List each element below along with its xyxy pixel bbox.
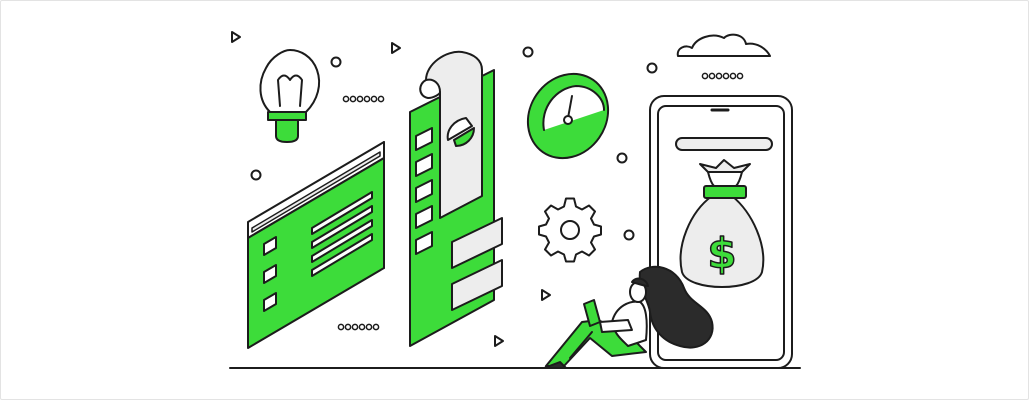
hair	[638, 265, 714, 349]
play-triangle-icon	[541, 289, 551, 301]
person-reading-icon	[543, 265, 714, 369]
play-triangle-icon	[494, 335, 504, 347]
circle-markers	[250, 46, 658, 241]
play-triangle-icon	[391, 42, 401, 54]
lightbulb-icon	[259, 49, 321, 143]
checklist-icon	[409, 50, 503, 347]
document-panel-icon	[247, 141, 385, 349]
dot-rows	[337, 72, 744, 331]
gauge-icon	[526, 72, 610, 160]
gear-icon	[538, 197, 602, 263]
money-bag-icon: $	[679, 159, 765, 288]
play-triangle-icon	[231, 31, 241, 43]
dollar-icon: $	[707, 229, 736, 278]
cloud-icon	[676, 33, 771, 57]
triangle-markers	[231, 31, 551, 347]
pie-chart-icon	[446, 117, 473, 141]
